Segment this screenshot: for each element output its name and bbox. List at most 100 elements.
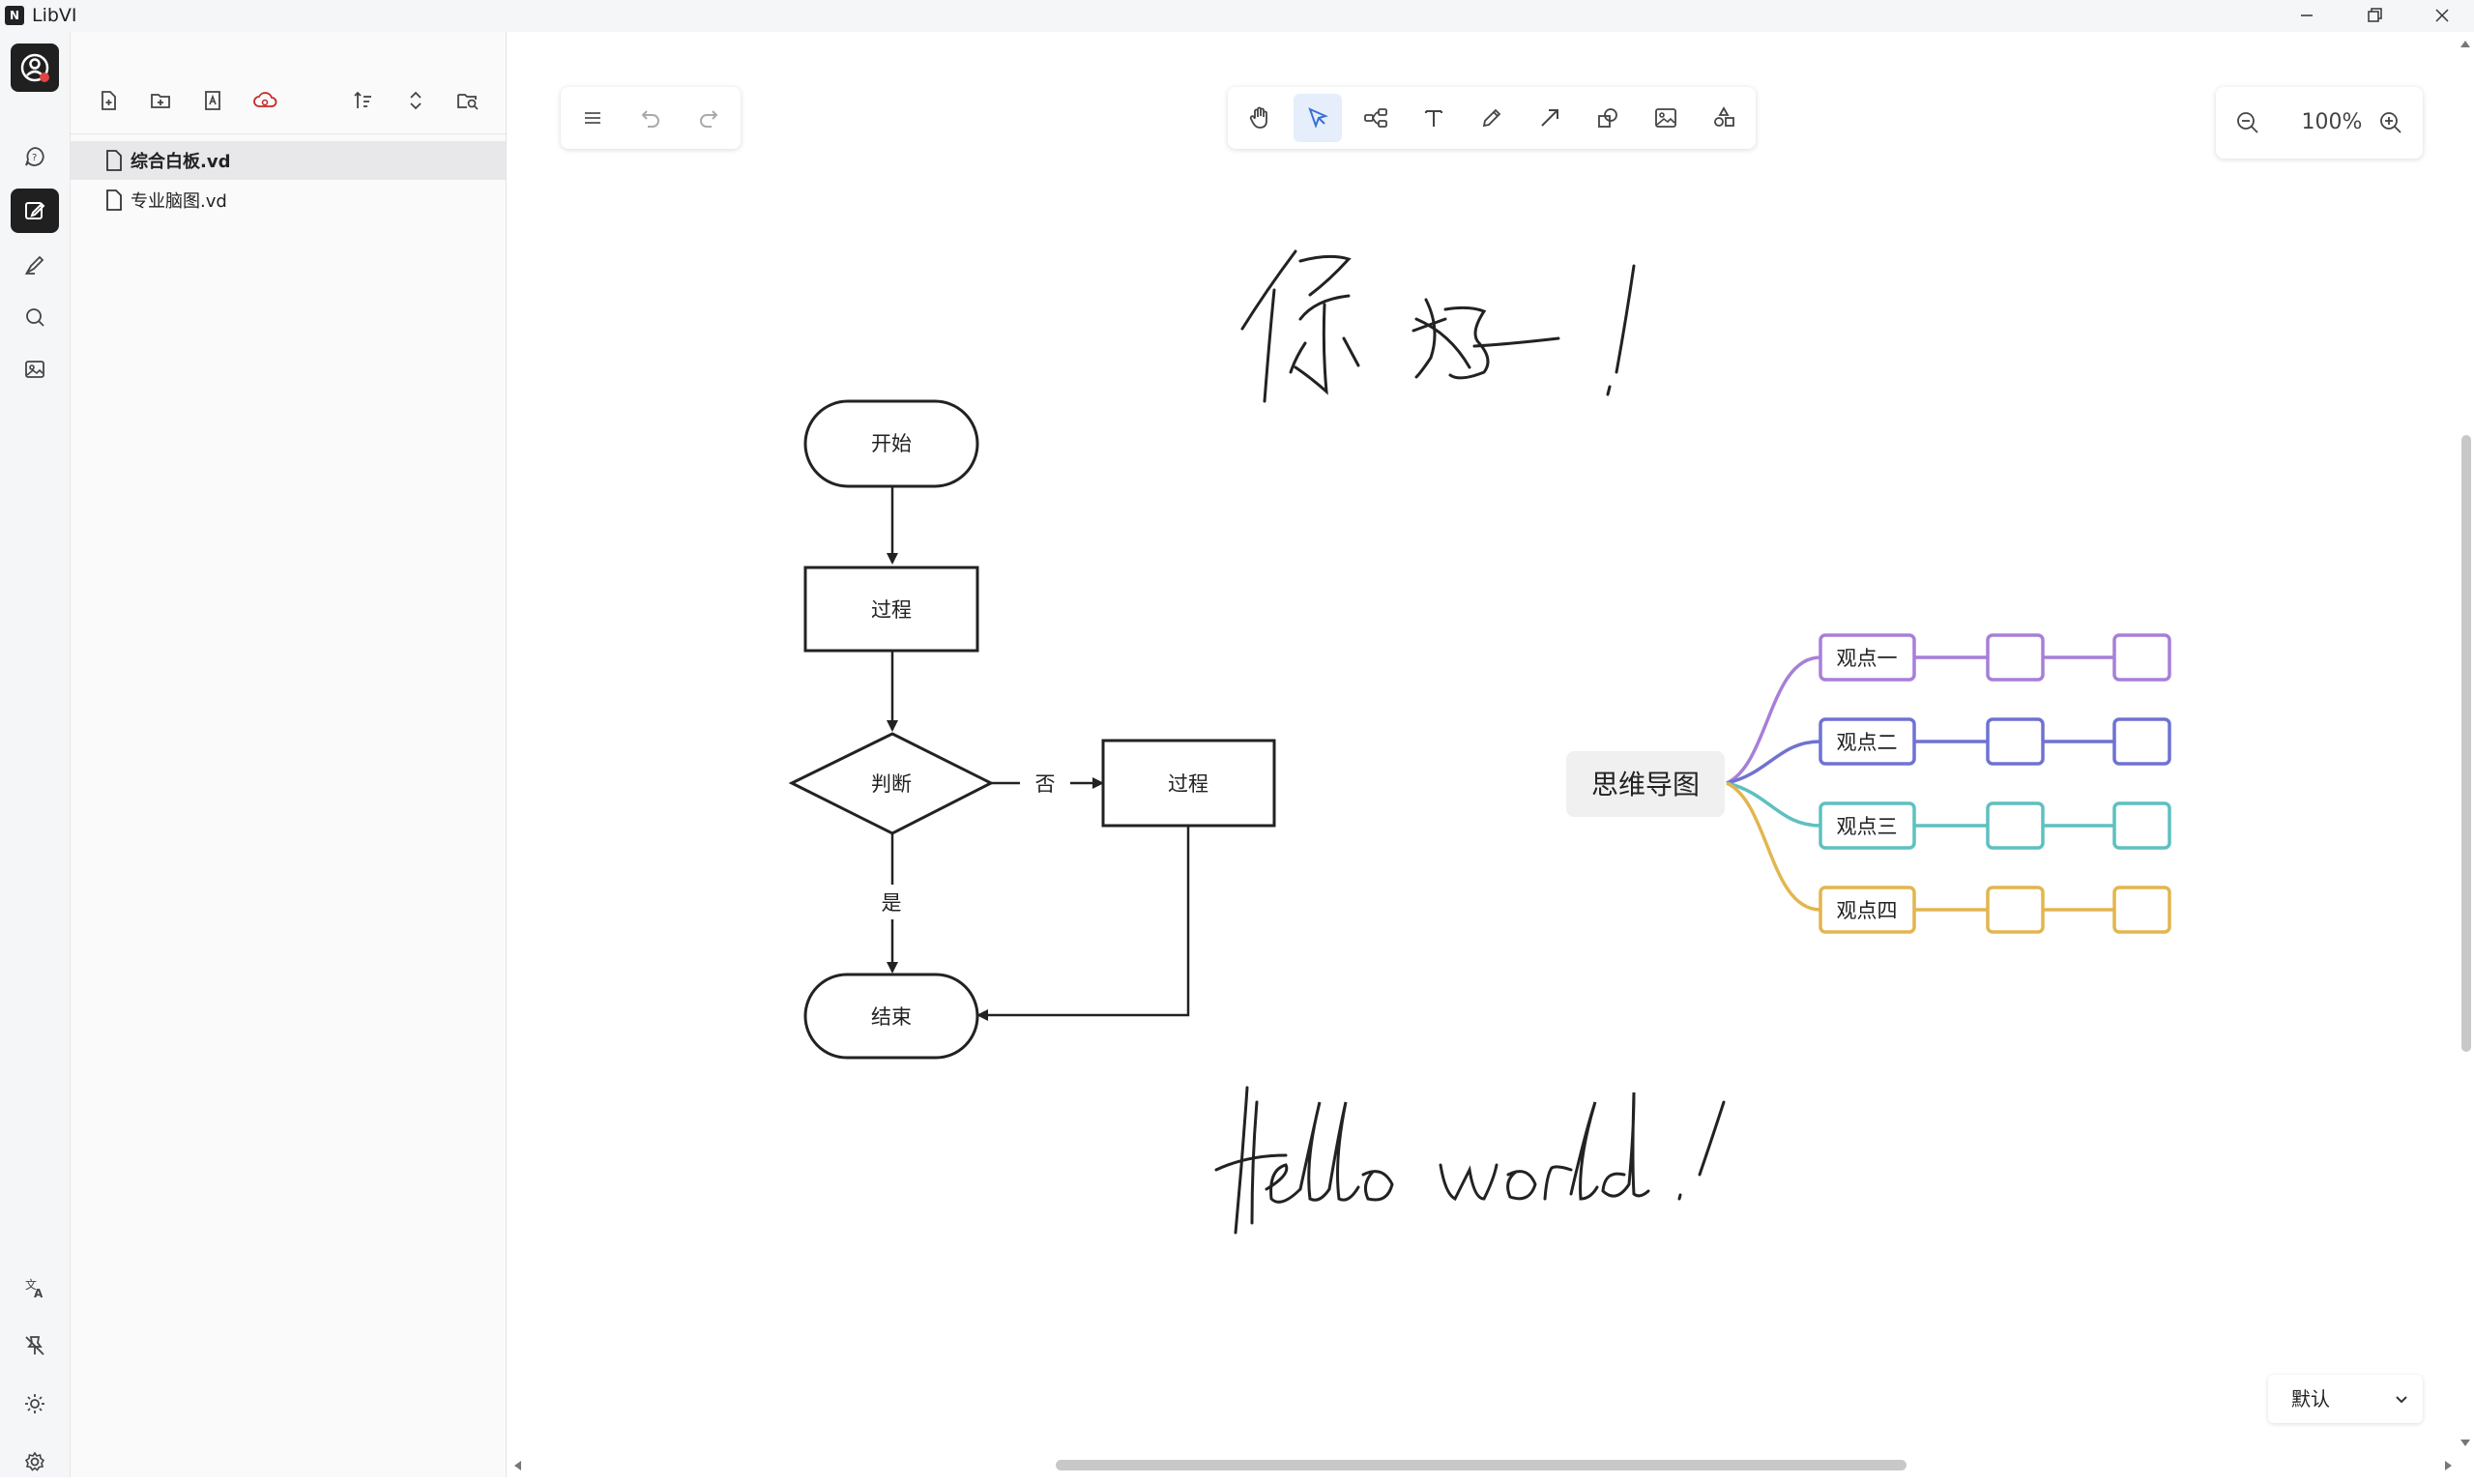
window-title: LibVI [32,5,77,26]
mindmap-root-node[interactable] [1566,751,1725,817]
pointer-icon[interactable] [1294,94,1342,142]
redo-icon[interactable] [684,94,733,142]
panel-divider [71,133,506,134]
settings-icon[interactable] [11,1440,59,1484]
handwriting-top[interactable] [1240,249,1636,403]
avatar[interactable] [11,44,59,92]
arrow-icon[interactable] [1526,94,1574,142]
mindmap-branch-line [1726,781,1821,828]
restore-button[interactable] [2340,0,2407,32]
ai-chat-icon[interactable]: ? [11,134,59,179]
file-icon [105,189,123,211]
mindmap-branch-node[interactable] [1819,801,1916,850]
mindmap-leaf-node[interactable] [1986,717,2045,766]
process-label: 过程 [871,598,912,622]
close-button[interactable] [2407,0,2474,32]
mindmap-branch-line [1726,781,1821,912]
image-icon[interactable] [11,347,59,392]
decision-node[interactable] [788,732,995,835]
mindmap-leaf-node[interactable] [1986,886,2045,934]
expand-collapse-icon[interactable] [395,80,436,121]
mindmap-leaf-node[interactable] [1986,801,2045,850]
yes-label: 是 [882,891,902,915]
mindmap-leaf-node[interactable] [1986,633,2045,682]
unpin-icon[interactable] [11,1324,59,1368]
mindmap-branch-line [1726,655,1821,785]
mindmap-branch-node[interactable] [1819,633,1916,682]
end-label: 结束 [871,1005,912,1029]
file-panel: 综合白板.vd 专业脑图.vd [71,32,507,1477]
mindmap-leaf-node[interactable] [2112,717,2171,766]
mindmap-leaf-node[interactable] [2112,886,2171,934]
menu-icon[interactable] [568,94,617,142]
vertical-scrollbar[interactable] [2461,435,2471,1052]
undo-icon[interactable] [626,94,675,142]
mindmap-root-label: 思维导图 [1591,769,1700,800]
mindmap: 思维导图 观点一 观点二 观点三 观点四 [1566,633,2171,934]
more-shapes-icon[interactable] [1700,94,1748,142]
zoom-value[interactable]: 100% [2301,110,2363,134]
flow-arrow [976,827,1190,1021]
edit-icon[interactable] [11,189,59,233]
open-document-icon[interactable] [192,80,233,121]
start-label: 开始 [871,432,912,455]
pen-icon[interactable] [11,243,59,287]
mindmap-branch-node[interactable] [1819,717,1916,766]
folder-search-icon[interactable] [448,80,488,121]
file-name: 专业脑图.vd [131,191,227,212]
file-icon [105,150,123,171]
search-icon[interactable] [11,295,59,339]
new-file-icon[interactable] [88,80,129,121]
style-select-value: 默认 [2291,1387,2330,1411]
sort-icon[interactable] [343,80,384,121]
image-icon[interactable] [1642,94,1690,142]
tool-palette [1228,87,1756,149]
minimize-button[interactable] [2272,0,2340,32]
label-bg [1020,767,1070,800]
decision-label: 判断 [871,772,912,796]
style-select[interactable]: 默认 [2268,1375,2423,1423]
zoom-out-icon[interactable] [2224,99,2272,147]
app-logo-icon: N [5,6,24,25]
mindmap-branch-node[interactable] [1819,886,1916,934]
mindmap-leaf-node[interactable] [2112,801,2171,850]
mindmap-branch-label: 观点四 [1837,899,1898,922]
mindmap-branch-label: 观点二 [1837,731,1898,754]
shapes-icon[interactable] [1584,94,1632,142]
start-node[interactable] [803,399,979,488]
scroll-up-icon[interactable] [2458,37,2473,52]
process-node[interactable] [1101,739,1276,828]
file-item[interactable]: 专业脑图.vd [71,181,506,219]
pencil-icon[interactable] [1468,94,1516,142]
process-label: 过程 [1168,772,1208,796]
horizontal-scrollbar[interactable] [1056,1460,1906,1470]
mindmap-branch-label: 观点三 [1837,815,1898,838]
cloud-sync-icon[interactable] [245,80,285,121]
text-icon[interactable] [1410,94,1458,142]
svg-text:A: A [34,1287,44,1299]
no-label: 否 [1035,772,1056,796]
file-name: 综合白板.vd [131,152,231,172]
scroll-left-icon[interactable] [510,1458,526,1473]
process-node[interactable] [803,566,979,653]
mindmap-leaf-node[interactable] [2112,633,2171,682]
scroll-right-icon[interactable] [2440,1458,2456,1473]
svg-text:文: 文 [25,1277,37,1292]
end-node[interactable] [803,973,979,1060]
flowchart: 开始 过程 判断 否 过程 是 结束 [788,399,1276,1060]
zoom-panel: 100% [2216,87,2423,159]
mindmap-icon[interactable] [1352,94,1400,142]
mindmap-branch-label: 观点一 [1837,647,1898,670]
hand-icon[interactable] [1236,94,1284,142]
zoom-in-icon[interactable] [2367,99,2415,147]
scroll-down-icon[interactable] [2458,1435,2473,1450]
sun-icon[interactable] [11,1382,59,1426]
title-bar: N LibVI [0,0,2474,32]
label-bg [872,885,913,919]
new-folder-icon[interactable] [140,80,181,121]
handwriting-bottom[interactable] [1214,1086,1726,1235]
file-item[interactable]: 综合白板.vd [71,141,506,180]
